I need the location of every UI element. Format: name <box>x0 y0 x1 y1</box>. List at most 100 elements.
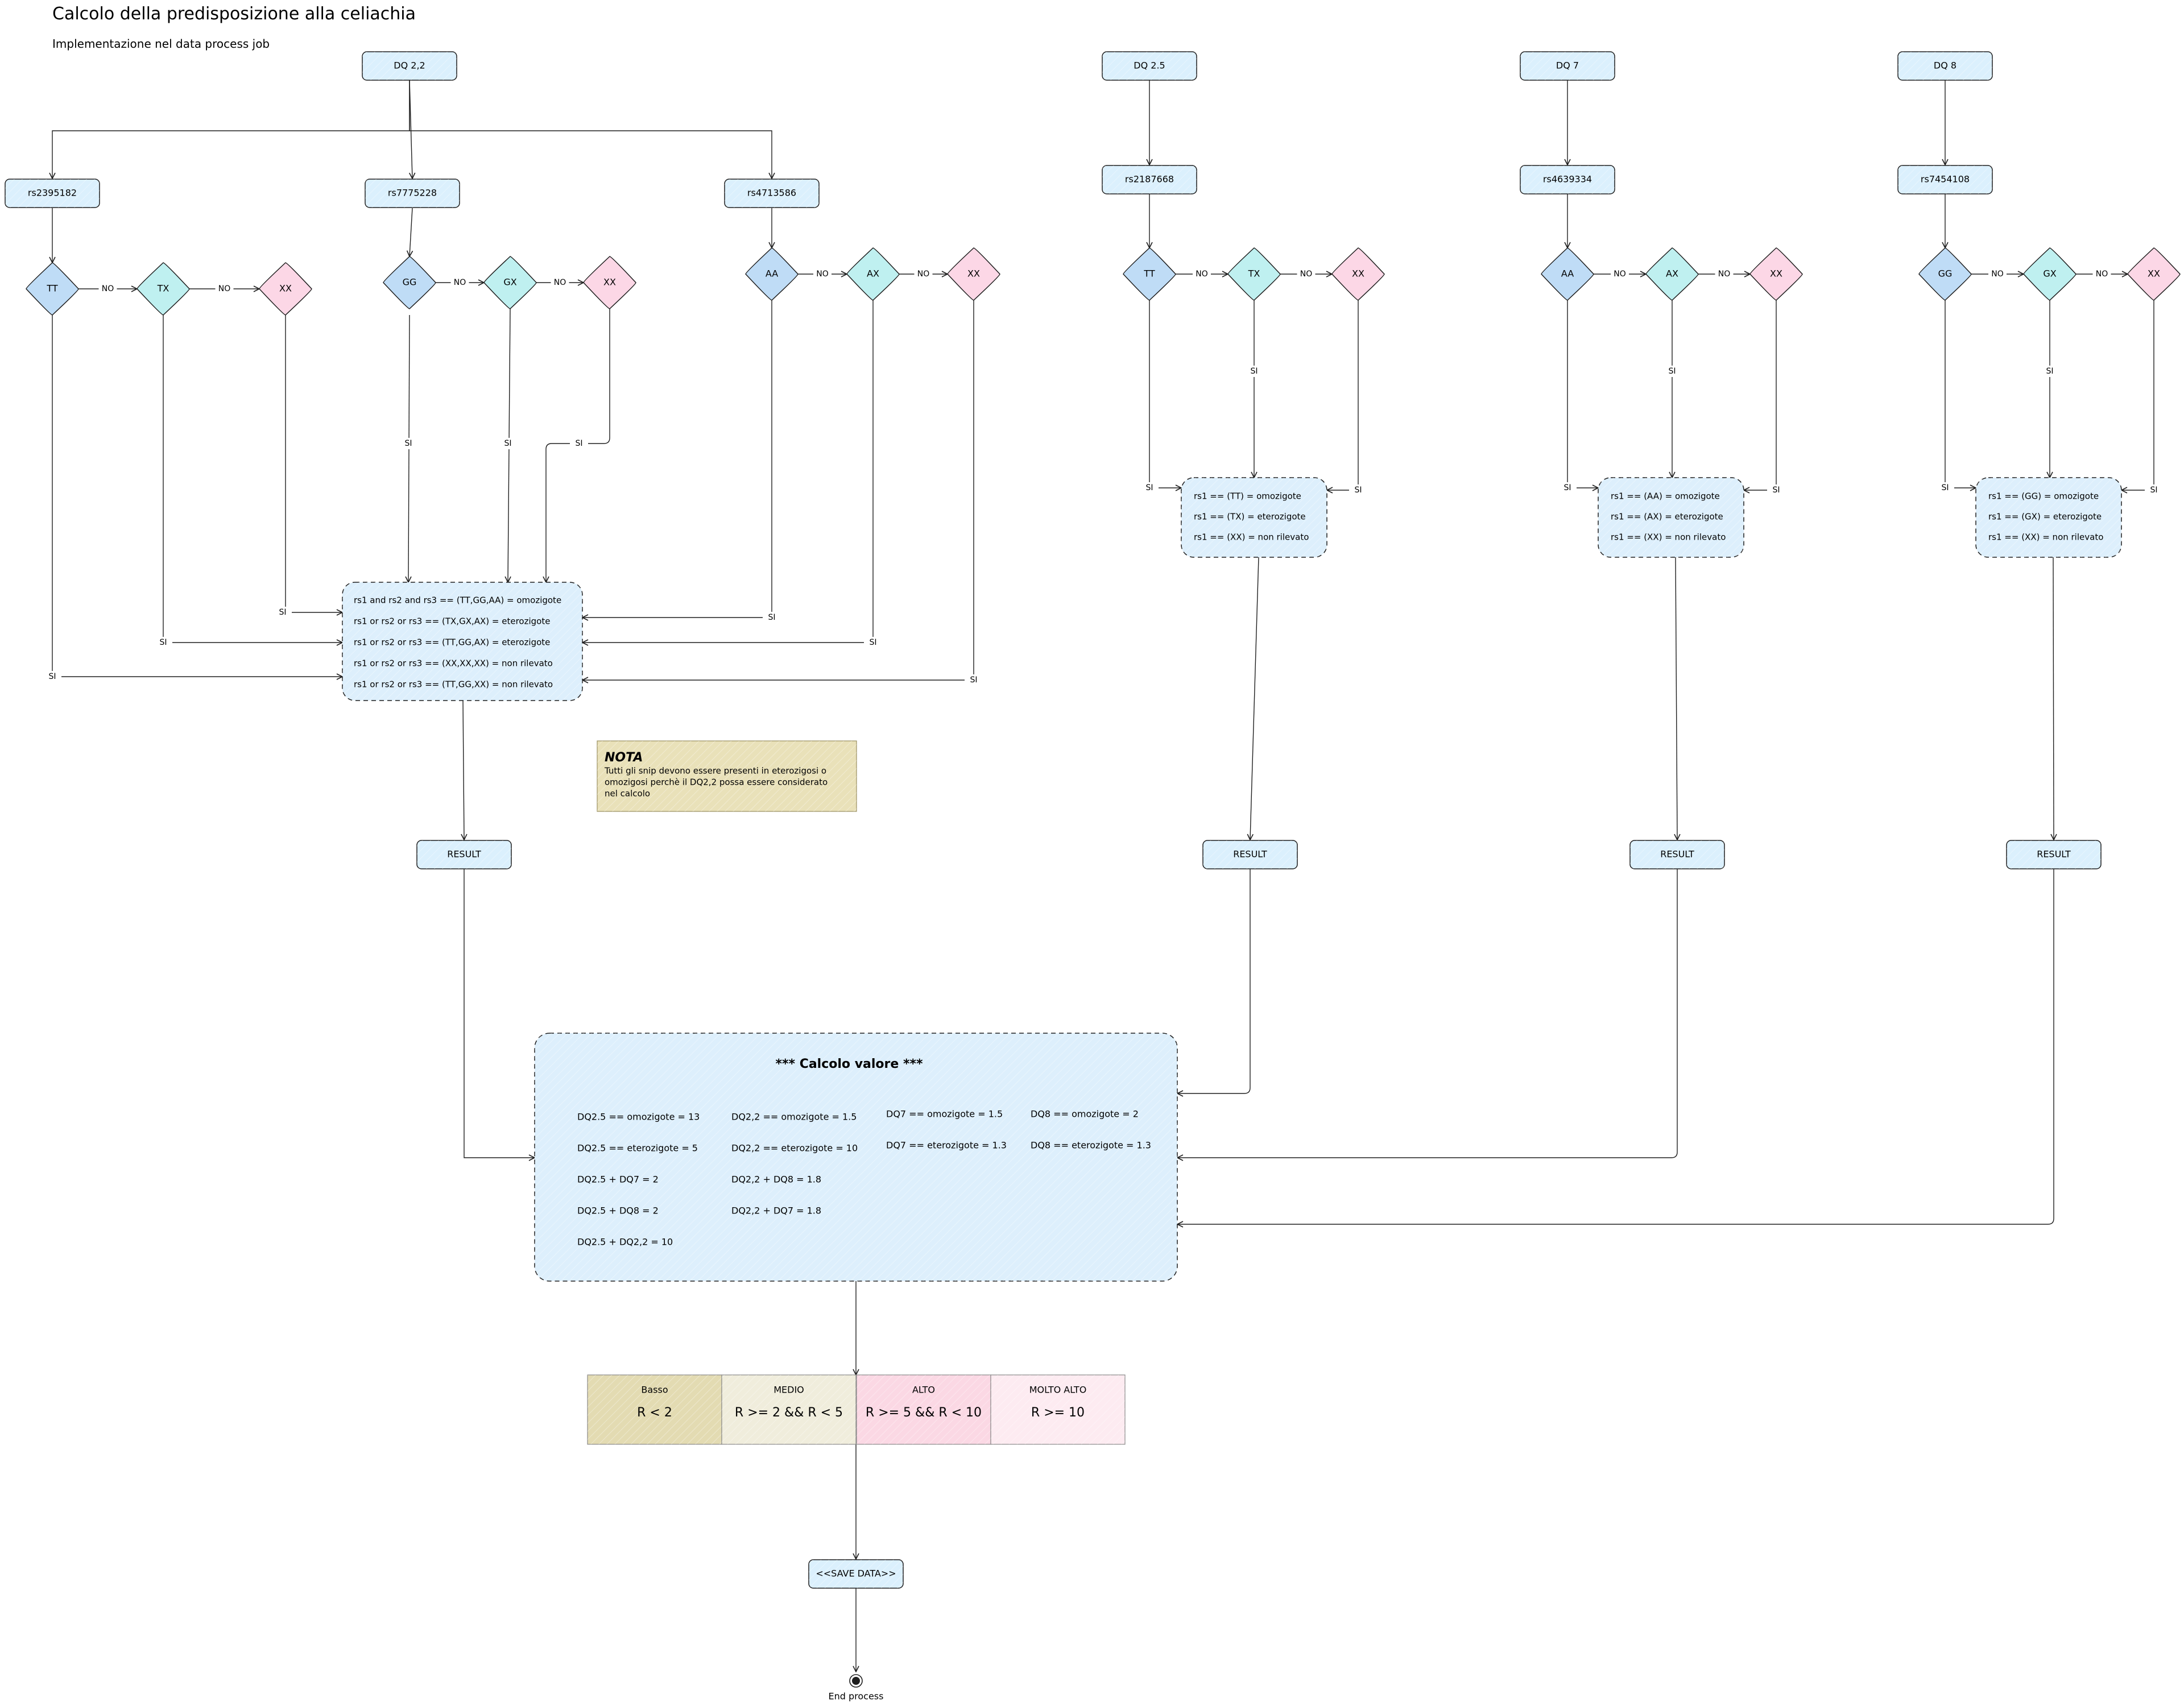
allele-label: XX <box>1770 268 1782 279</box>
allele-label: AA <box>766 268 778 279</box>
single-rule-line: rs1 == (AA) = omozigote <box>1611 491 1720 502</box>
allele-label: GG <box>403 277 417 288</box>
edge-label-no: NO <box>816 270 829 279</box>
connector-si <box>1327 300 1359 490</box>
risk-name: ALTO <box>912 1385 935 1395</box>
allele-label: GX <box>503 277 516 288</box>
risk-range: R < 2 <box>637 1406 672 1420</box>
connector-si <box>582 300 874 643</box>
snp-node-rs7775228 <box>365 179 460 208</box>
connector-dq22-rs2 <box>410 80 412 179</box>
allele-label: GX <box>2043 268 2056 279</box>
allele-diamond <box>483 256 537 309</box>
connector-result-calc <box>1177 869 1251 1093</box>
result-label: RESULT <box>1660 849 1694 860</box>
note-line: omozigosi perchè il DQ2,2 possa essere c… <box>605 777 828 788</box>
edge-label-no: NO <box>454 278 466 287</box>
calc-line: DQ2.5 + DQ8 = 2 <box>577 1205 659 1216</box>
connector-dq22-rs3 <box>409 80 772 179</box>
snp-node-rs2187668 <box>1102 165 1197 194</box>
connector-si <box>163 315 342 643</box>
snp-label: rs2395182 <box>28 188 77 198</box>
connector-si <box>1567 300 1598 488</box>
single-rule-line: rs1 == (AX) = eterozigote <box>1611 512 1723 522</box>
result-node <box>1629 840 1725 869</box>
single-rule-line: rs1 == (TX) = eterozigote <box>1194 512 1306 522</box>
single-rule-line: rs1 == (XX) = non rilevato <box>1611 532 1726 542</box>
snp-label: rs4639334 <box>1543 174 1592 185</box>
snp-label: rs7775228 <box>388 188 437 198</box>
calc-line: DQ2.5 + DQ2,2 = 10 <box>577 1237 673 1248</box>
allele-diamond <box>26 262 79 316</box>
allele-label: XX <box>279 283 292 294</box>
connector-si <box>2121 300 2154 490</box>
allele-diamond <box>1227 247 1281 301</box>
dq22-rule-line: rs1 or rs2 or rs3 == (XX,XX,XX) = non ri… <box>354 658 553 669</box>
edge-label-si: SI <box>1563 483 1571 492</box>
edge-label-si: SI <box>768 613 775 622</box>
connector-si <box>52 315 342 677</box>
allele-diamond <box>1749 247 1803 301</box>
allele-diamond <box>1918 247 1972 301</box>
single-rules-box <box>1181 477 1327 558</box>
edge-label-no: NO <box>2096 270 2108 279</box>
allele-label: XX <box>2148 268 2160 279</box>
edge-label-si: SI <box>1145 483 1153 492</box>
edge-label-si: SI <box>504 439 511 448</box>
allele-diamond <box>583 256 636 309</box>
risk-class-1 <box>721 1374 857 1445</box>
allele-label: TX <box>157 283 169 294</box>
snp-node-rs4713586 <box>724 179 820 208</box>
dq-node <box>1520 51 1615 81</box>
connector-result-calc <box>1177 869 2054 1224</box>
connector-si <box>1149 300 1181 488</box>
edge-label-si: SI <box>2046 367 2053 376</box>
allele-label: XX <box>1352 268 1364 279</box>
result-label: RESULT <box>2037 849 2071 860</box>
allele-label: XX <box>967 268 980 279</box>
edge-label-si: SI <box>1354 486 1362 495</box>
allele-diamond <box>2127 247 2181 301</box>
edge-label-no: NO <box>218 284 231 293</box>
result-node <box>2006 840 2102 869</box>
allele-diamond <box>1645 247 1699 301</box>
result-label: RESULT <box>447 849 481 860</box>
edge-label-si: SI <box>48 672 56 681</box>
snp-label: rs7454108 <box>1921 174 1970 185</box>
edge-label-si: SI <box>1772 486 1780 495</box>
allele-diamond <box>846 247 900 301</box>
connector-si <box>285 315 342 612</box>
edge-label-si: SI <box>159 638 167 647</box>
edge-label-si: SI <box>279 608 286 617</box>
risk-class-0 <box>587 1374 722 1445</box>
calc-title: *** Calcolo valore *** <box>776 1057 923 1071</box>
end-label: End process <box>829 1691 884 1702</box>
risk-range: R >= 2 && R < 5 <box>735 1406 843 1420</box>
note-line: Tutti gli snip devono essere presenti in… <box>604 766 826 776</box>
dq-label: DQ 8 <box>1934 60 1956 71</box>
allele-label: AX <box>1666 268 1678 279</box>
allele-label: TX <box>1248 268 1260 279</box>
snp-node-rs7454108 <box>1897 165 1993 194</box>
dq22-node <box>362 51 457 81</box>
single-rules-box <box>1975 477 2122 558</box>
note-line: nel calcolo <box>605 789 650 799</box>
single-rule-line: rs1 == (XX) = non rilevato <box>1988 532 2103 542</box>
allele-diamond <box>1541 247 1594 301</box>
calc-line: DQ2,2 == eterozigote = 10 <box>731 1143 858 1154</box>
single-rule-line: rs1 == (GG) = omozigote <box>1988 491 2099 502</box>
allele-label: AA <box>1561 268 1574 279</box>
allele-diamond <box>259 262 312 316</box>
dq22-rules-box <box>342 582 583 701</box>
dq-label: DQ 7 <box>1556 60 1579 71</box>
result-node <box>1202 840 1298 869</box>
risk-name: Basso <box>641 1385 668 1395</box>
risk-range: R >= 10 <box>1031 1406 1085 1420</box>
page-title: Calcolo della predisposizione alla celia… <box>52 4 416 24</box>
end-node <box>849 1674 863 1688</box>
calc-line: DQ7 == eterozigote = 1.3 <box>886 1140 1007 1151</box>
single-rule-line: rs1 == (TT) = omozigote <box>1194 491 1301 502</box>
edge-label-si: SI <box>1941 483 1949 492</box>
allele-diamond <box>745 247 799 301</box>
